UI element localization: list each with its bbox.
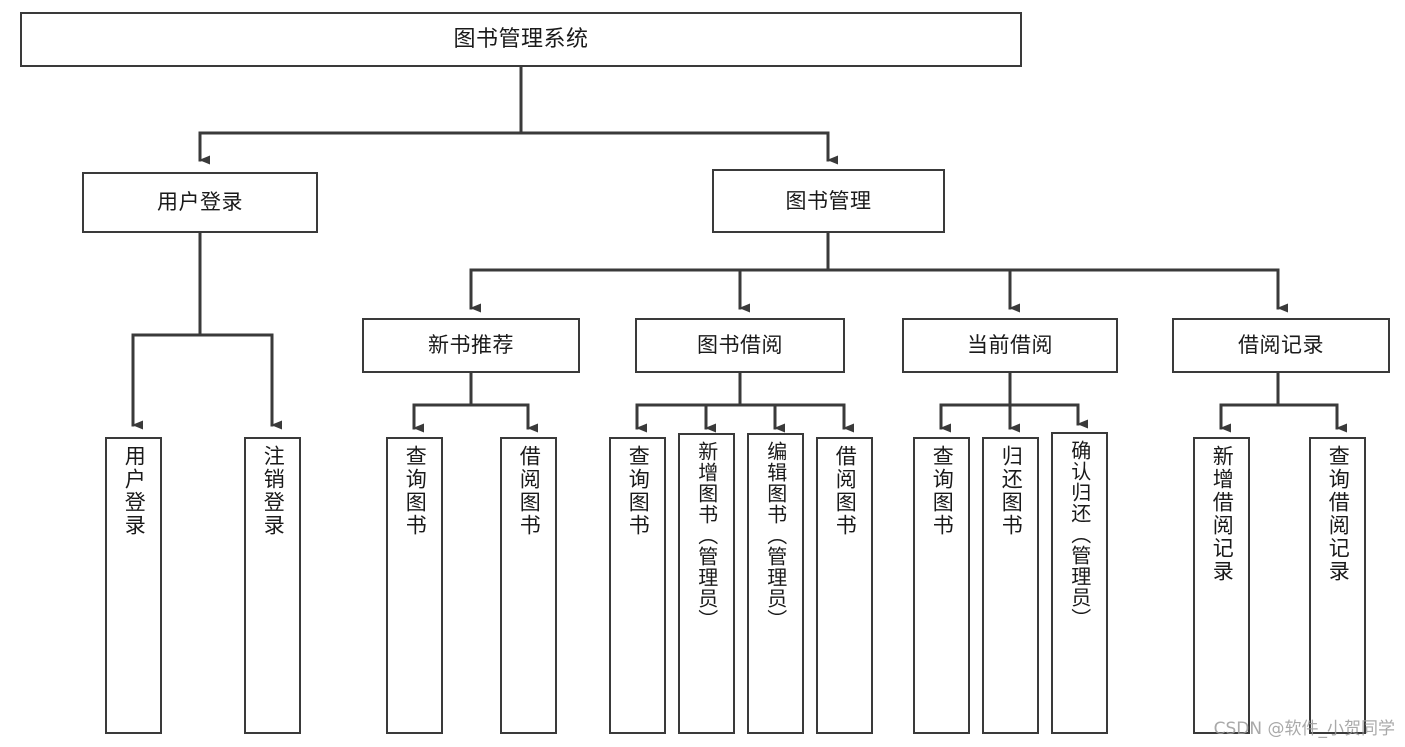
node-user-login[interactable]: 用户登录: [82, 172, 318, 233]
leaf-logout[interactable]: 注销登录: [244, 437, 301, 734]
leaf-add-borrow-record[interactable]: 新增借阅记录: [1193, 437, 1250, 734]
node-label: 确认归还（管理员）: [1067, 440, 1092, 629]
node-root-book-management-system[interactable]: 图书管理系统: [20, 12, 1022, 67]
node-book-management[interactable]: 图书管理: [712, 169, 945, 233]
node-label: 新增图书（管理员）: [694, 441, 719, 630]
leaf-add-book-admin[interactable]: 新增图书（管理员）: [678, 433, 735, 734]
node-label: 编辑图书（管理员）: [763, 441, 788, 630]
node-borrowing-record[interactable]: 借阅记录: [1172, 318, 1390, 373]
node-current-borrowing[interactable]: 当前借阅: [902, 318, 1118, 373]
node-label: 注销登录: [261, 445, 286, 537]
leaf-query-books-current[interactable]: 查询图书: [913, 437, 970, 734]
node-label: 借阅图书: [833, 445, 858, 537]
leaf-user-login[interactable]: 用户登录: [105, 437, 162, 734]
leaf-borrow-books-borrow[interactable]: 借阅图书: [816, 437, 873, 734]
node-label: 当前借阅: [967, 333, 1053, 358]
node-label: 借阅图书: [517, 445, 542, 537]
node-label: 查询借阅记录: [1326, 445, 1351, 583]
leaf-borrow-books-new-recommend[interactable]: 借阅图书: [500, 437, 557, 734]
node-label: 用户登录: [157, 190, 243, 215]
node-label: 查询图书: [403, 445, 428, 537]
leaf-query-borrow-record[interactable]: 查询借阅记录: [1309, 437, 1366, 734]
leaf-confirm-return-admin[interactable]: 确认归还（管理员）: [1051, 432, 1108, 734]
node-book-borrowing[interactable]: 图书借阅: [635, 318, 845, 373]
node-label: 查询图书: [626, 445, 651, 537]
node-label: 借阅记录: [1238, 333, 1324, 358]
node-label: 用户登录: [122, 445, 147, 537]
node-label: 图书借阅: [697, 333, 783, 358]
leaf-return-books[interactable]: 归还图书: [982, 437, 1039, 734]
node-label: 图书管理系统: [453, 26, 589, 52]
node-new-book-recommendation[interactable]: 新书推荐: [362, 318, 580, 373]
csdn-watermark: CSDN @软件_小贺同学: [1213, 719, 1395, 739]
leaf-query-books-new-recommend[interactable]: 查询图书: [386, 437, 443, 734]
leaf-query-books-borrow[interactable]: 查询图书: [609, 437, 666, 734]
node-label: 新书推荐: [428, 333, 514, 358]
leaf-edit-book-admin[interactable]: 编辑图书（管理员）: [747, 433, 804, 734]
node-label: 新增借阅记录: [1210, 445, 1235, 583]
node-label: 查询图书: [930, 445, 955, 537]
node-label: 图书管理: [785, 188, 872, 213]
node-label: 归还图书: [999, 445, 1024, 537]
